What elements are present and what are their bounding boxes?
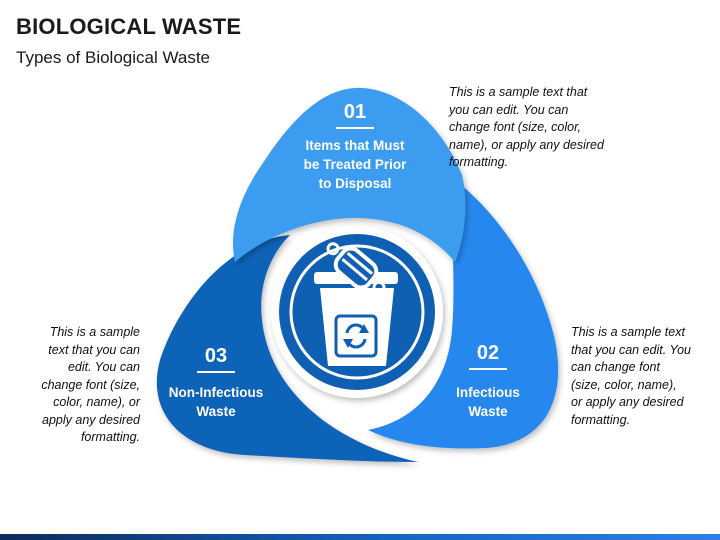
segment-03-label-line-2: Waste <box>196 404 236 419</box>
note-top-right: This is a sample text that you can edit.… <box>449 85 604 169</box>
page-subtitle: Types of Biological Waste <box>16 48 211 67</box>
segment-02-label-line-1: Infectious <box>456 385 520 400</box>
page-title: BIOLOGICAL WASTE <box>16 14 242 39</box>
bottom-accent-bar <box>0 534 720 540</box>
segment-03-number: 03 <box>205 345 227 367</box>
segment-03-label-line-1: Non-Infectious <box>169 385 264 400</box>
segment-01-label-line-1: Items that Must <box>305 138 405 153</box>
segment-02-shape <box>368 180 559 449</box>
segment-01-label-line-2: be Treated Prior <box>304 157 408 172</box>
segment-01-number: 01 <box>344 101 366 123</box>
segment-01-label-line-3: to Disposal <box>319 176 392 191</box>
note-bottom-left: This is a sample text that you can edit.… <box>41 325 140 444</box>
note-bottom-right: This is a sample text that you can edit.… <box>571 325 692 427</box>
segment-03-shape <box>156 235 418 462</box>
center-inner-ring <box>289 244 425 380</box>
segment-02-number: 02 <box>477 342 499 364</box>
segment-01-shape <box>233 87 466 262</box>
segment-02-label-line-2: Waste <box>468 404 508 419</box>
recycle-bin-icon <box>314 242 398 366</box>
